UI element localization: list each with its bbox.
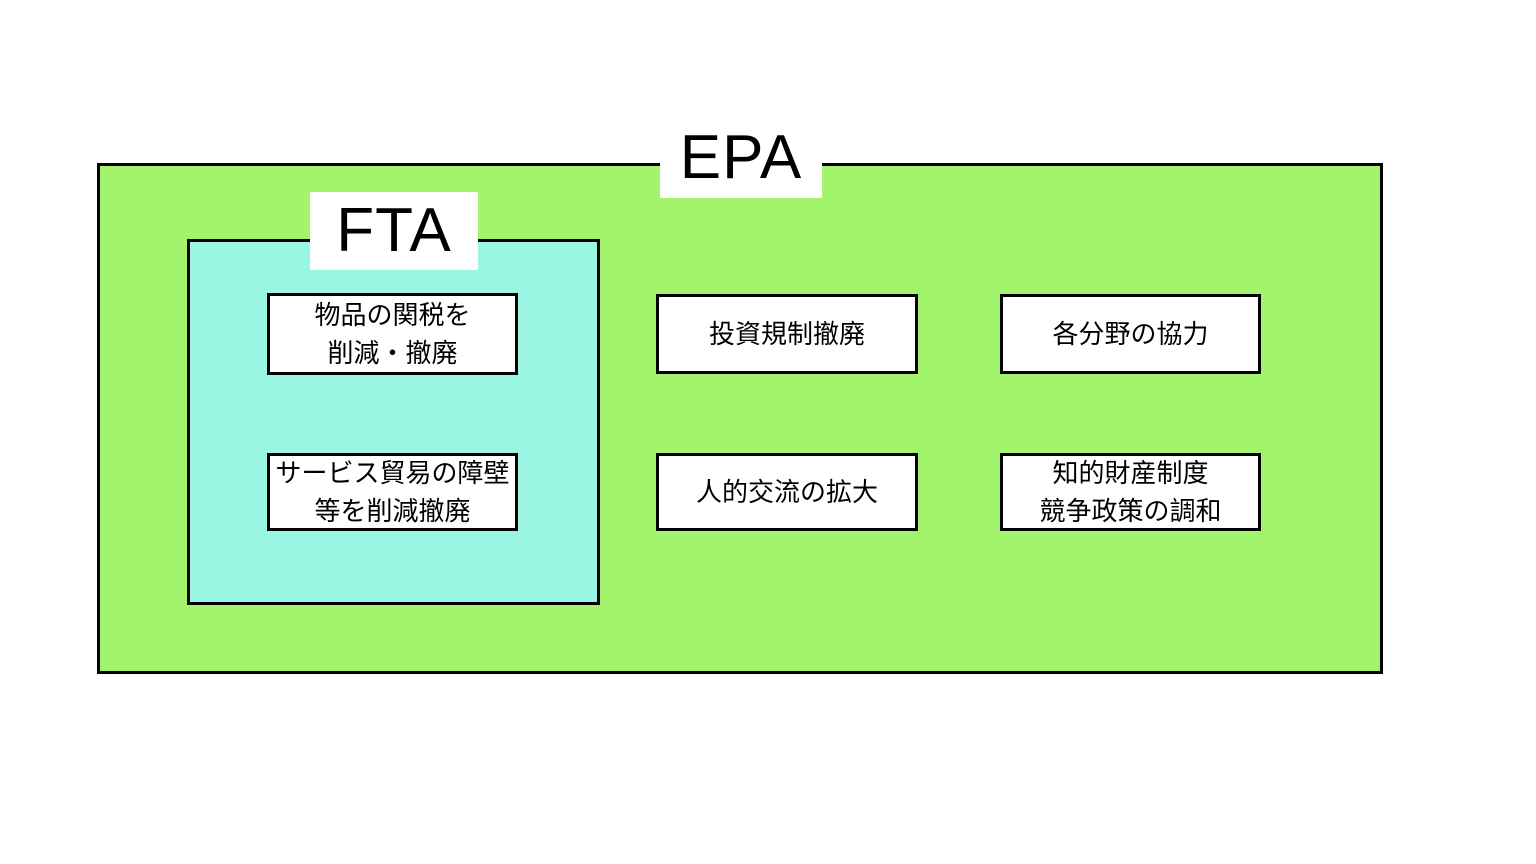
fta-region-title: FTA — [310, 192, 478, 270]
item-text-line: 削減・撤廃 — [327, 338, 458, 368]
item-text-line: 物品の関税を — [314, 300, 471, 330]
epa-item-investment-deregulation: 投資規制撤廃 — [656, 294, 918, 374]
epa-item-sector-cooperation: 各分野の協力 — [1000, 294, 1261, 374]
item-text-line: 人的交流の拡大 — [695, 477, 878, 507]
item-text-line: 知的財産制度 — [1052, 458, 1209, 488]
item-text-line: 各分野の協力 — [1052, 319, 1209, 349]
fta-item-service-trade-barrier-reduction: サービス貿易の障壁 等を削減撤廃 — [267, 453, 518, 531]
fta-item-goods-tariff-reduction: 物品の関税を 削減・撤廃 — [267, 293, 518, 375]
epa-title-text: EPA — [679, 123, 803, 192]
item-text-line: 投資規制撤廃 — [708, 319, 865, 349]
epa-item-people-exchange-expansion: 人的交流の拡大 — [656, 453, 918, 531]
item-text-line: 等を削減撤廃 — [314, 496, 471, 526]
epa-region-title: EPA — [660, 118, 822, 198]
item-text-line: サービス貿易の障壁 — [275, 458, 510, 488]
item-text-line: 競争政策の調和 — [1039, 496, 1222, 526]
fta-title-text: FTA — [336, 196, 452, 265]
epa-item-ip-competition-policy-harmonization: 知的財産制度 競争政策の調和 — [1000, 453, 1261, 531]
